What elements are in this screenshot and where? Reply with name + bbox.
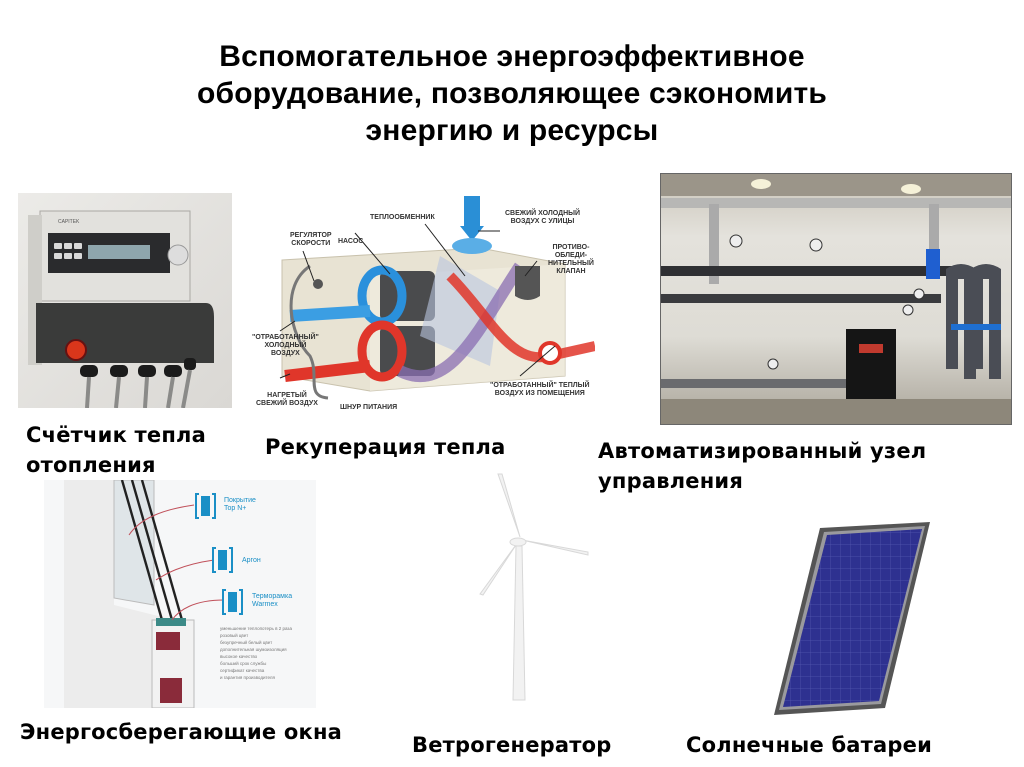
label-line: Top N+ <box>224 505 247 512</box>
label-line: СКОРОСТИ <box>291 240 331 247</box>
feature-list: уменьшение теплопотерь в 2 раза розовый … <box>220 625 292 681</box>
slide-title: Вспомогательное энергоэффективное оборуд… <box>60 38 964 149</box>
label-line: Warmex <box>252 601 278 608</box>
label-line: НИТЕЛЬНЫЙ <box>548 260 594 267</box>
label-line: Аргон <box>242 557 261 564</box>
caption-line: Солнечные батареи <box>686 733 933 757</box>
label-pump: НАСОС <box>338 238 364 245</box>
caption-line: Энергосберегающие окна <box>20 720 343 744</box>
label-line: ВОЗДУХ <box>271 350 300 357</box>
energy-saving-window-image: Покрытие Top N+ Аргон Терморамка Warmex … <box>44 480 316 708</box>
label-speed-regulator: РЕГУЛЯТОР СКОРОСТИ <box>290 232 332 248</box>
label-line: ВОЗДУХ ИЗ ПОМЕЩЕНИЯ <box>494 390 585 397</box>
label-warm-frame: Терморамка Warmex <box>252 593 292 609</box>
title-line-1: Вспомогательное энергоэффективное <box>219 40 805 73</box>
caption-line: отопления <box>26 453 156 477</box>
label-line: Терморамка <box>252 593 293 600</box>
label-line: ХОЛОДНЫЙ <box>264 342 307 349</box>
caption-automated-control-unit: Автоматизированный узел управления <box>598 436 926 496</box>
caption-solar-panels: Солнечные батареи <box>686 730 932 760</box>
heat-meter-image: CAPITEK <box>18 193 232 408</box>
svg-text:CAPITEK: CAPITEK <box>58 219 80 225</box>
caption-line: Счётчик тепла <box>26 423 207 447</box>
label-line: НАГРЕТЫЙ <box>267 392 307 399</box>
label-line: ВОЗДУХ С УЛИЦЫ <box>510 218 575 225</box>
label-heat-exchanger: ТЕПЛООБМЕННИК <box>370 214 435 221</box>
label-line: "ОТРАБОТАННЫЙ" <box>252 334 319 341</box>
caption-heat-recuperation: Рекуперация тепла <box>265 432 505 462</box>
feature-item: дополнительная шумоизоляция <box>220 647 287 652</box>
wind-turbine-image <box>470 472 600 712</box>
label-line: СВЕЖИЙ ХОЛОДНЫЙ <box>505 210 581 217</box>
feature-item: больший срок службы <box>220 661 267 666</box>
heat-recuperation-image: ТЕПЛООБМЕННИК СВЕЖИЙ ХОЛОДНЫЙ ВОЗДУХ С У… <box>250 196 595 416</box>
caption-line: Рекуперация тепла <box>265 435 506 459</box>
label-power-cord: ШНУР ПИТАНИЯ <box>340 404 398 411</box>
title-line-2: оборудование, позволяющее сэкономить <box>196 77 828 110</box>
feature-item: уменьшение теплопотерь в 2 раза <box>220 626 292 631</box>
title-line-3: энергию и ресурсы <box>365 114 659 147</box>
label-line: СВЕЖИЙ ВОЗДУХ <box>256 400 318 407</box>
feature-item: сертификат качества <box>220 668 265 673</box>
label-argon: Аргон <box>242 557 261 565</box>
label-exhaust-cold-air: "ОТРАБОТАННЫЙ" ХОЛОДНЫЙ ВОЗДУХ <box>252 334 319 358</box>
feature-item: и гарантия производителя <box>220 675 275 680</box>
feature-item: розовый цвет <box>220 633 249 638</box>
caption-line: Автоматизированный узел <box>598 439 927 463</box>
label-line: ОБЛЕДИ- <box>554 252 588 259</box>
feature-item: безупречный белый цвет <box>220 640 273 645</box>
label-line: РЕГУЛЯТОР <box>290 232 332 239</box>
caption-energy-saving-windows: Энергосберегающие окна <box>20 717 342 747</box>
label-line: ПРОТИВО- <box>552 244 590 251</box>
solar-panel-image <box>760 520 960 720</box>
label-line: Покрытие <box>224 497 256 504</box>
label-line: "ОТРАБОТАННЫЙ" ТЕПЛЫЙ <box>490 382 590 389</box>
label-fresh-cold-air: СВЕЖИЙ ХОЛОДНЫЙ ВОЗДУХ С УЛИЦЫ <box>505 210 580 226</box>
label-coating: Покрытие Top N+ <box>224 497 256 513</box>
label-anti-icing-valve: ПРОТИВО- ОБЛЕДИ- НИТЕЛЬНЫЙ КЛАПАН <box>548 244 594 276</box>
label-exhaust-warm-air: "ОТРАБОТАННЫЙ" ТЕПЛЫЙ ВОЗДУХ ИЗ ПОМЕЩЕНИ… <box>490 382 590 398</box>
label-heated-fresh-air: НАГРЕТЫЙ СВЕЖИЙ ВОЗДУХ <box>256 392 318 408</box>
automated-control-unit-image <box>660 173 1012 425</box>
caption-line: Ветрогенератор <box>412 733 612 757</box>
caption-wind-generator: Ветрогенератор <box>412 730 611 760</box>
caption-line: управления <box>598 469 744 493</box>
caption-heat-meter: Счётчик тепла отопления <box>26 420 206 480</box>
feature-item: высокое качество <box>220 654 258 659</box>
label-line: КЛАПАН <box>556 268 586 275</box>
